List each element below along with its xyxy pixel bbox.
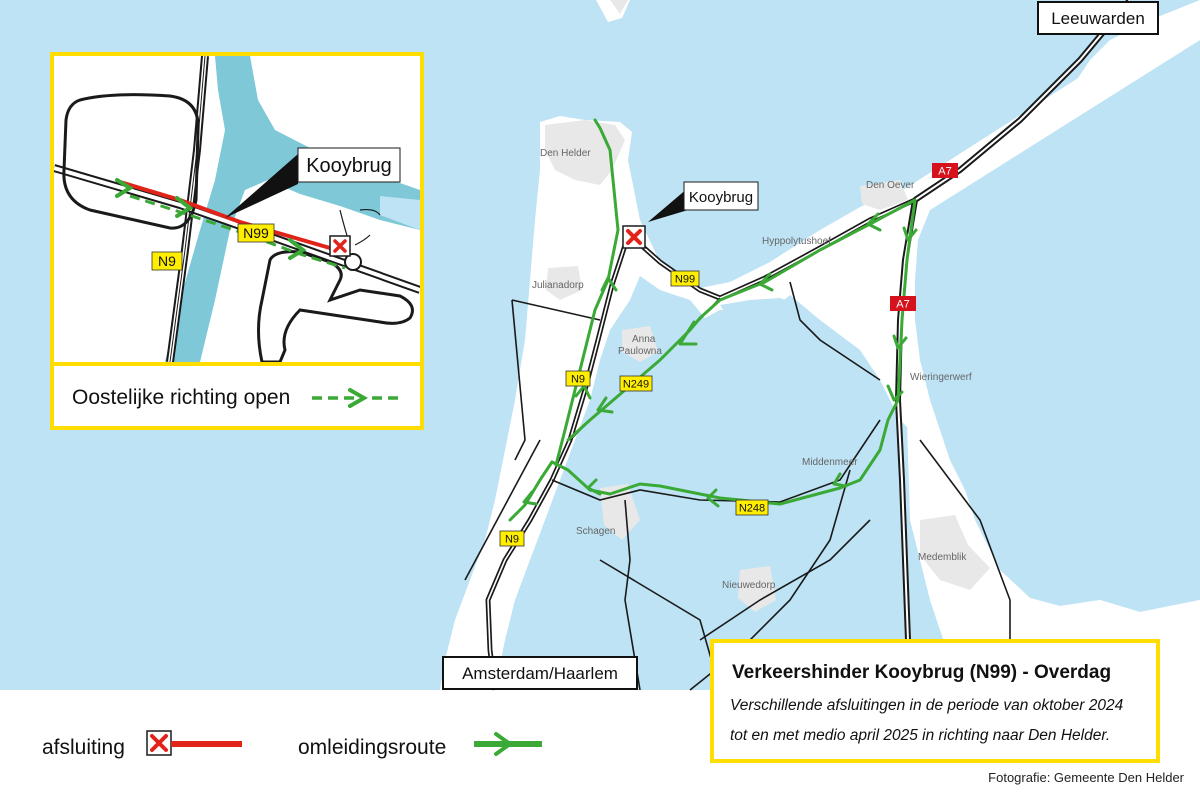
kooybrug-closure-marker bbox=[622, 225, 646, 249]
place-den-oever: Den Oever bbox=[866, 180, 915, 191]
info-line-1: Verschillende afsluitingen in de periode… bbox=[730, 697, 1124, 714]
legend-closure-symbol bbox=[146, 730, 242, 756]
legend-detour-label: omleidingsroute bbox=[298, 736, 446, 759]
closure-x-icon bbox=[333, 239, 347, 253]
photo-credit: Fotografie: Gemeente Den Helder bbox=[988, 770, 1184, 785]
kooybrug-label: Kooybrug bbox=[689, 189, 753, 206]
inset-badge-n9: N9 bbox=[158, 253, 176, 269]
inset-badge-n99: N99 bbox=[243, 225, 269, 241]
ijsselmeer bbox=[915, 40, 1200, 612]
closure-x-icon bbox=[150, 734, 168, 752]
place-anna-paulowna-2: Paulowna bbox=[618, 346, 662, 357]
inset-caption: Oostelijke richting open bbox=[72, 386, 290, 409]
amstelmeer bbox=[720, 298, 800, 330]
info-box bbox=[710, 639, 1160, 763]
amsterdam-box bbox=[442, 656, 638, 690]
badge-n248: N248 bbox=[739, 503, 765, 515]
badge-a7-north: A7 bbox=[938, 166, 951, 178]
amsterdam-label: Amsterdam/Haarlem bbox=[462, 664, 618, 683]
kooybrug-pointer bbox=[648, 188, 688, 222]
place-anna-paulowna-1: Anna bbox=[632, 334, 656, 345]
badge-a7-south: A7 bbox=[896, 299, 909, 311]
badge-n9-north: N9 bbox=[571, 374, 585, 386]
leeuwarden-box bbox=[1037, 1, 1159, 35]
place-hippolytushoef: Hyppolytushoef bbox=[762, 236, 831, 247]
closure-x-icon bbox=[626, 229, 642, 245]
place-wieringerwerf: Wieringerwerf bbox=[910, 372, 972, 383]
info-title: Verkeershinder Kooybrug (N99) - Overdag bbox=[732, 662, 1111, 683]
place-schagen: Schagen bbox=[576, 526, 615, 537]
place-middenmeer: Middenmeer bbox=[802, 457, 858, 468]
legend-detour-symbol bbox=[474, 732, 542, 756]
detour-arrow-icon bbox=[312, 388, 400, 408]
legend-closure-label: afsluiting bbox=[42, 736, 125, 759]
badge-n9-south: N9 bbox=[505, 534, 519, 546]
place-medemblik: Medemblik bbox=[918, 552, 967, 563]
badge-n249: N249 bbox=[623, 379, 649, 391]
inset-kooybrug-label: Kooybrug bbox=[306, 155, 392, 177]
place-nieuwedorp: Nieuwedorp bbox=[722, 580, 776, 591]
info-line-2: tot en met medio april 2025 in richting … bbox=[730, 727, 1110, 744]
kooybrug-label-box bbox=[683, 181, 759, 211]
inset-map: N99 N9 Kooybrug bbox=[54, 56, 420, 362]
place-julianadorp: Julianadorp bbox=[532, 280, 584, 291]
badge-n99: N99 bbox=[675, 274, 695, 286]
road-badges: N99 N9 N9 N249 N248 A7 A7 bbox=[499, 163, 958, 547]
place-names: Den Helder Julianadorp Anna Paulowna Den… bbox=[532, 148, 972, 591]
detour-arrow-icon bbox=[494, 732, 514, 756]
place-den-helder: Den Helder bbox=[540, 148, 591, 159]
leeuwarden-label: Leeuwarden bbox=[1051, 9, 1145, 28]
